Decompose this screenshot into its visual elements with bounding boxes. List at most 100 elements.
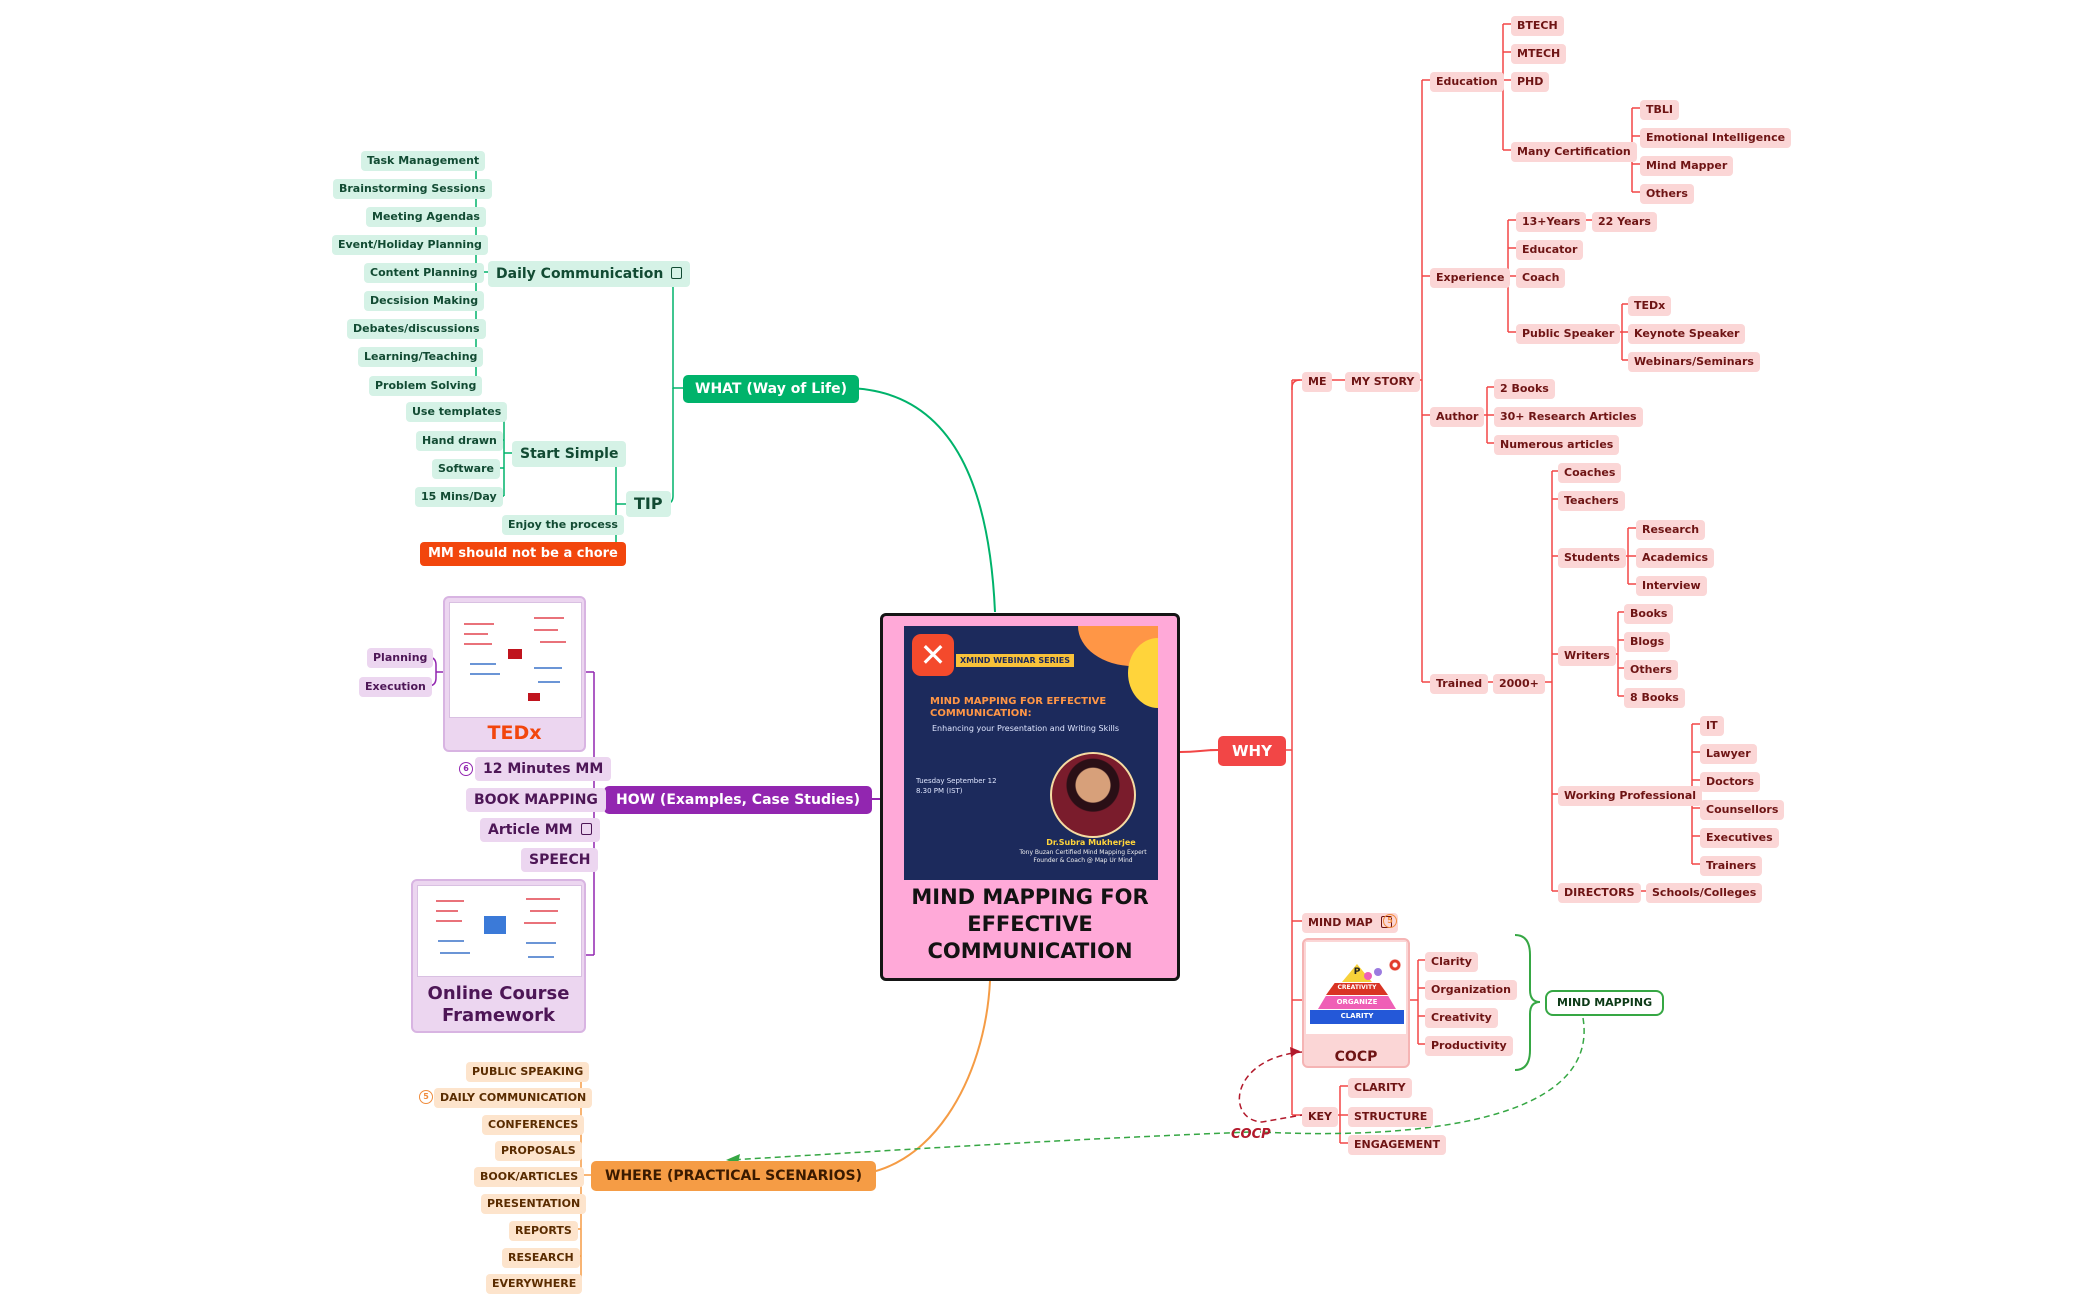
education-item[interactable]: PHD <box>1511 72 1550 92</box>
where-item[interactable]: PRESENTATION <box>481 1194 587 1214</box>
what-daily-item[interactable]: Brainstorming Sessions <box>333 179 492 199</box>
start-simple-topic[interactable]: Start Simple <box>512 441 627 467</box>
certification-item[interactable]: Others <box>1640 184 1694 204</box>
cocp-item[interactable]: Productivity <box>1425 1036 1513 1056</box>
note-icon[interactable] <box>671 267 683 279</box>
where-item[interactable]: PROPOSALS <box>495 1141 582 1161</box>
author-item[interactable]: Numerous articles <box>1494 435 1620 455</box>
writers-item[interactable]: Others <box>1624 660 1678 680</box>
key-topic[interactable]: KEY <box>1302 1107 1339 1127</box>
education-item[interactable]: MTECH <box>1511 44 1567 64</box>
poster-series: XMIND WEBINAR SERIES <box>956 654 1075 667</box>
working-item[interactable]: Lawyer <box>1700 744 1757 764</box>
experience-years[interactable]: 13+Years <box>1516 212 1587 232</box>
what-daily-item[interactable]: Problem Solving <box>369 376 483 396</box>
students-item[interactable]: Academics <box>1636 548 1715 568</box>
tip-topic[interactable]: TIP <box>626 491 671 517</box>
key-item[interactable]: ENGAGEMENT <box>1348 1135 1446 1155</box>
public-speaker-item[interactable]: Keynote Speaker <box>1628 324 1746 344</box>
writers-item[interactable]: Books <box>1624 604 1674 624</box>
key-item[interactable]: CLARITY <box>1348 1078 1412 1098</box>
directors-child[interactable]: Schools/Colleges <box>1646 883 1763 903</box>
start-simple-item[interactable]: Hand drawn <box>416 431 503 451</box>
what-daily-item[interactable]: Content Planning <box>364 263 484 283</box>
students-item[interactable]: Research <box>1636 520 1706 540</box>
where-item[interactable]: RESEARCH <box>502 1248 580 1268</box>
what-daily-item[interactable]: Task Management <box>361 151 486 171</box>
what-daily-item[interactable]: Meeting Agendas <box>366 207 486 227</box>
experience-item[interactable]: Educator <box>1516 240 1584 260</box>
article-mm-topic[interactable]: Article MM <box>480 818 600 842</box>
public-speaker-item[interactable]: TEDx <box>1628 296 1672 316</box>
trained-count[interactable]: 2000+ <box>1493 674 1545 694</box>
writers-item[interactable]: Blogs <box>1624 632 1671 652</box>
poster-speaker: Dr.Subra Mukherjee <box>1046 838 1136 847</box>
working-item[interactable]: Doctors <box>1700 772 1760 792</box>
where-item[interactable]: CONFERENCES <box>482 1115 585 1135</box>
experience-years-child[interactable]: 22 Years <box>1592 212 1657 232</box>
what-daily-item[interactable]: Event/Holiday Planning <box>332 235 488 255</box>
start-simple-item[interactable]: Use templates <box>406 402 508 422</box>
certification-item[interactable]: Mind Mapper <box>1640 156 1734 176</box>
tedx-child[interactable]: Execution <box>359 677 432 697</box>
working-item[interactable]: Executives <box>1700 828 1779 848</box>
directors-topic[interactable]: DIRECTORS <box>1558 883 1641 903</box>
working-item[interactable]: Counsellors <box>1700 800 1785 820</box>
students-item[interactable]: Interview <box>1636 576 1707 596</box>
start-simple-item[interactable]: Software <box>432 459 500 479</box>
certification-item[interactable]: Emotional Intelligence <box>1640 128 1792 148</box>
book-mapping-topic[interactable]: BOOK MAPPING <box>466 788 606 812</box>
trained-item[interactable]: Teachers <box>1558 491 1625 511</box>
count-badge-icon: 5 <box>1383 914 1397 928</box>
experience-item[interactable]: Coach <box>1516 268 1566 288</box>
education-topic[interactable]: Education <box>1430 72 1504 92</box>
public-speaker-topic[interactable]: Public Speaker <box>1516 324 1621 344</box>
students-topic[interactable]: Students <box>1558 548 1626 568</box>
what-daily-item[interactable]: Learning/Teaching <box>358 347 484 367</box>
working-professional-topic[interactable]: Working Professional <box>1558 786 1703 806</box>
trained-item[interactable]: Coaches <box>1558 463 1622 483</box>
cocp-item[interactable]: Creativity <box>1425 1008 1498 1028</box>
cocp-item[interactable]: Clarity <box>1425 952 1478 972</box>
twelve-minutes-topic[interactable]: 12 Minutes MM <box>475 757 612 781</box>
working-item[interactable]: IT <box>1700 716 1724 736</box>
why-topic[interactable]: WHY <box>1218 736 1286 766</box>
note-icon[interactable] <box>580 823 592 835</box>
what-daily-item[interactable]: Debates/discussions <box>347 319 486 339</box>
working-item[interactable]: Trainers <box>1700 856 1763 876</box>
writers-item[interactable]: 8 Books <box>1624 688 1685 708</box>
speech-topic[interactable]: SPEECH <box>521 848 599 872</box>
mind-mapping-boundary-label[interactable]: MIND MAPPING <box>1545 990 1665 1016</box>
what-daily-item[interactable]: Decsision Making <box>364 291 485 311</box>
relationship-label[interactable]: COCP <box>1231 1127 1271 1142</box>
certification-topic[interactable]: Many Certification <box>1511 142 1637 162</box>
trained-topic[interactable]: Trained <box>1430 674 1489 694</box>
where-item[interactable]: PUBLIC SPEAKING <box>466 1062 590 1082</box>
poster-date: Tuesday September 12 8.30 PM (IST) <box>916 777 997 795</box>
public-speaker-item[interactable]: Webinars/Seminars <box>1628 352 1760 372</box>
where-item[interactable]: DAILY COMMUNICATION <box>434 1088 593 1108</box>
author-item[interactable]: 30+ Research Articles <box>1494 407 1643 427</box>
chore-topic[interactable]: MM should not be a chore <box>420 542 626 566</box>
cocp-item[interactable]: Organization <box>1425 980 1517 1000</box>
daily-communication-topic[interactable]: Daily Communication <box>488 261 691 287</box>
where-topic[interactable]: WHERE (PRACTICAL SCENARIOS) <box>591 1161 876 1191</box>
experience-topic[interactable]: Experience <box>1430 268 1511 288</box>
what-topic[interactable]: WHAT (Way of Life) <box>683 375 859 403</box>
author-topic[interactable]: Author <box>1430 407 1485 427</box>
certification-item[interactable]: TBLI <box>1640 100 1679 120</box>
me-topic[interactable]: ME <box>1302 372 1333 392</box>
writers-topic[interactable]: Writers <box>1558 646 1616 666</box>
tedx-child[interactable]: Planning <box>367 648 434 668</box>
where-item[interactable]: EVERYWHERE <box>486 1274 583 1294</box>
author-item[interactable]: 2 Books <box>1494 379 1555 399</box>
start-simple-item[interactable]: 15 Mins/Day <box>415 487 503 507</box>
my-story-topic[interactable]: MY STORY <box>1345 372 1421 392</box>
key-item[interactable]: STRUCTURE <box>1348 1107 1434 1127</box>
education-item[interactable]: BTECH <box>1511 16 1564 36</box>
where-item[interactable]: BOOK/ARTICLES <box>474 1167 585 1187</box>
where-item[interactable]: REPORTS <box>509 1221 578 1241</box>
how-topic[interactable]: HOW (Examples, Case Studies) <box>604 786 873 814</box>
enjoy-process-topic[interactable]: Enjoy the process <box>502 515 624 535</box>
